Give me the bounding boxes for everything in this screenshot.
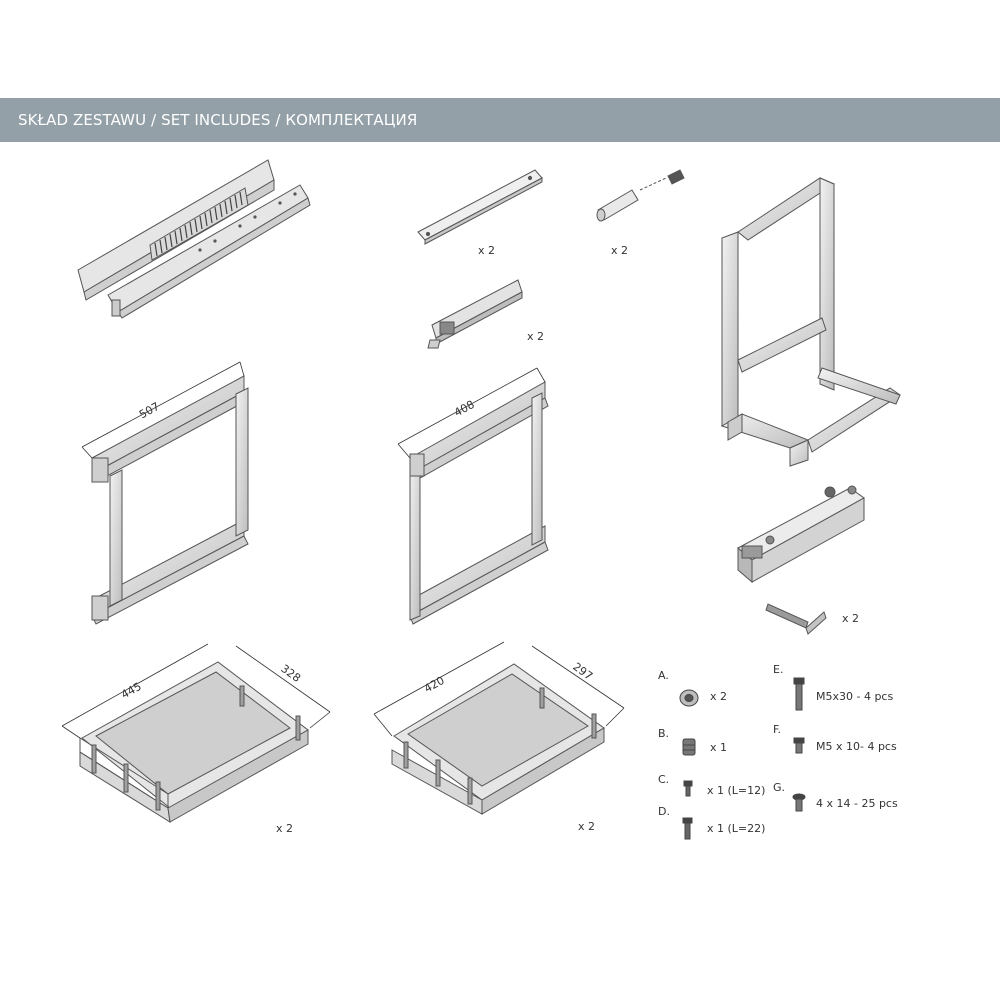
hardware-g-letter: G. [773, 781, 786, 794]
hardware-f-letter: F. [773, 723, 782, 736]
hardware-b-bushing-icon [682, 738, 696, 756]
drawer-runner-pair [77, 159, 311, 319]
frame-large [91, 375, 249, 625]
hardware-e-qty: M5x30 - 4 pcs [816, 690, 894, 703]
angle-bracket [765, 603, 827, 635]
flat-bracket [417, 169, 543, 245]
hardware-c-qty: x 1 (L=12) [707, 784, 766, 797]
corner-frame [720, 177, 901, 467]
hardware-b-letter: B. [658, 727, 670, 740]
hardware-d-letter: D. [658, 805, 670, 818]
hardware-c-screw-icon [683, 780, 693, 797]
basket-large [79, 661, 309, 823]
basket-small [391, 663, 605, 815]
hardware-c-letter: C. [658, 773, 670, 786]
flat-bracket-qty: x 2 [478, 244, 496, 257]
angle-bracket-qty: x 2 [842, 612, 860, 625]
sliding-support [737, 485, 865, 584]
hardware-f-bolt-icon [793, 737, 805, 754]
soft-close-damper [427, 279, 523, 349]
hardware-a-letter: A. [658, 669, 669, 682]
hardware-g-qty: 4 x 14 - 25 pcs [816, 797, 898, 810]
hardware-d-screw-icon [682, 817, 693, 840]
frame-small [409, 381, 549, 625]
basket-large-dimension [61, 643, 331, 739]
hardware-e-bolt-icon [793, 677, 805, 711]
basket-large-qty: x 2 [276, 822, 294, 835]
hardware-a-wheel-icon [679, 689, 699, 707]
header-title: SKŁAD ZESTAWU / SET INCLUDES / КОМПЛЕКТА… [18, 111, 418, 129]
hardware-g-screw-icon [792, 793, 806, 812]
header-band [0, 98, 1000, 142]
hardware-e-letter: E. [773, 663, 784, 676]
frame-small-dimension [397, 367, 546, 459]
hardware-a-qty: x 2 [710, 690, 728, 703]
hardware-icons [679, 677, 806, 840]
bolt-pin [596, 169, 685, 222]
hardware-f-qty: M5 x 10- 4 pcs [816, 740, 897, 753]
hardware-d-qty: x 1 (L=22) [707, 822, 766, 835]
basket-small-qty: x 2 [578, 820, 596, 833]
bolt-pin-qty: x 2 [611, 244, 629, 257]
basket-small-dimension [373, 641, 625, 737]
damper-qty: x 2 [527, 330, 545, 343]
frame-large-dimension [81, 361, 245, 459]
hardware-b-qty: x 1 [710, 741, 728, 754]
